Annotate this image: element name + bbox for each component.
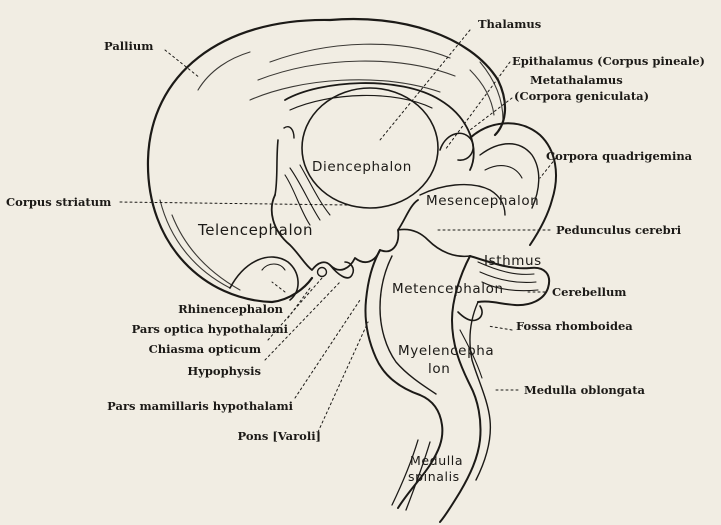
label-fossa-rhomboidea: Fossa rhomboidea	[516, 320, 633, 333]
region-telencephalon: Telencephalon	[198, 222, 313, 239]
region-isthmus: Isthmus	[484, 254, 542, 270]
temporal-lobe	[230, 257, 298, 300]
label-cerebellum: Cerebellum	[552, 286, 626, 299]
label-metathalamus: Metathalamus	[530, 74, 623, 87]
pineal-shape	[440, 133, 473, 160]
pedunculus-outline	[398, 229, 470, 256]
label-epithalamus: Epithalamus (Corpus pineale)	[512, 55, 705, 68]
label-medulla-oblongata: Medulla oblongata	[524, 384, 645, 397]
label-pons: Pons [Varoli]	[237, 430, 321, 443]
label-pedunculus-cerebri: Pedunculus cerebri	[556, 224, 681, 237]
region-medulla-spinalis-suffix: spinalis	[408, 470, 460, 484]
tectum-outline	[470, 123, 556, 245]
region-mesencephalon: Mesencephalon	[426, 194, 539, 210]
label-rhinencephalon: Rhinencephalon	[178, 303, 283, 316]
region-myelencephalon-suffix: lon	[428, 362, 450, 378]
leader-lines	[120, 30, 556, 432]
label-pallium: Pallium	[104, 40, 153, 53]
chiasma-circle	[318, 268, 327, 277]
label-corpus-striatum: Corpus striatum	[6, 196, 111, 209]
label-corpora-geniculata: (Corpora geniculata)	[514, 90, 649, 103]
fossa-rhomboidea	[458, 306, 482, 321]
label-corpora-quadrigemina: Corpora quadrigemina	[546, 150, 692, 163]
label-hypophysis: Hypophysis	[187, 365, 261, 378]
region-metencephalon: Metencephalon	[392, 282, 504, 298]
region-myelencephalon: Myelencepha	[398, 344, 494, 360]
region-diencephalon: Diencephalon	[312, 160, 412, 176]
label-pars-mamillaris-hypothalami: Pars mamillaris hypothalami	[107, 400, 293, 413]
label-thalamus: Thalamus	[478, 18, 541, 31]
label-chiasma-opticum: Chiasma opticum	[149, 343, 261, 356]
label-pars-optica-hypothalami: Pars optica hypothalami	[132, 323, 288, 336]
region-medulla-spinalis: Medulla	[410, 454, 463, 468]
thalamus-shape	[302, 88, 438, 208]
